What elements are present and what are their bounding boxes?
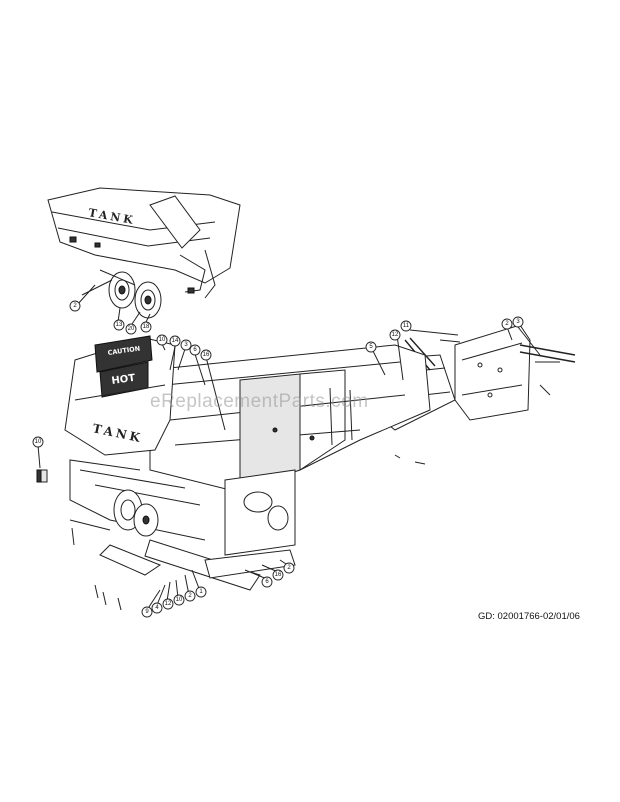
- callout-6-lower: 6: [261, 576, 273, 588]
- callout-2-right: 2: [501, 318, 513, 330]
- lower-tank-assembly: CAUTION HOT TANK: [64, 335, 176, 456]
- callout-10-left: 10: [32, 436, 44, 448]
- callout-16-lower: 16: [272, 569, 284, 581]
- svg-text:20: 20: [128, 326, 135, 332]
- callout-9: 9: [141, 606, 153, 618]
- upper-tank-assembly: TANK: [47, 187, 241, 299]
- callout-2-upper-left: 2: [69, 300, 81, 312]
- callout-3-right: 3: [512, 316, 524, 328]
- callout-13: 13: [113, 319, 125, 331]
- hot-decal-text: HOT: [111, 373, 136, 387]
- callout-20: 20: [125, 323, 137, 335]
- svg-text:13: 13: [116, 322, 123, 328]
- callout-4: 4: [151, 602, 163, 614]
- callout-12-lower: 12: [162, 598, 174, 610]
- svg-text:3: 3: [516, 319, 520, 325]
- callout-14: 14: [169, 335, 181, 347]
- svg-text:4: 4: [155, 605, 159, 611]
- main-frame: [69, 344, 431, 556]
- diagram-code: GD: 02001766-02/01/06: [478, 611, 580, 622]
- svg-text:6: 6: [193, 347, 197, 353]
- callout-12-upper: 12: [389, 329, 401, 341]
- callout-16-mid: 16: [200, 349, 212, 361]
- svg-text:12: 12: [392, 332, 399, 338]
- callout-10-upper: 10: [156, 334, 168, 346]
- svg-text:6: 6: [265, 579, 269, 585]
- small-bracket-part: [36, 469, 48, 483]
- callout-10-lower: 10: [173, 594, 185, 606]
- callout-6-mid: 6: [189, 344, 201, 356]
- front-pivot-plate: [454, 324, 576, 421]
- svg-text:2: 2: [188, 593, 192, 599]
- svg-text:9: 9: [145, 609, 149, 615]
- callout-2-lower-right: 2: [283, 562, 295, 574]
- svg-text:2: 2: [287, 565, 291, 571]
- svg-text:16: 16: [203, 352, 210, 358]
- svg-text:1: 1: [199, 589, 203, 595]
- pulley-pair: [81, 269, 162, 319]
- callout-1: 1: [195, 586, 207, 598]
- svg-text:14: 14: [172, 338, 179, 344]
- svg-text:3: 3: [184, 342, 188, 348]
- callout-11: 11: [400, 320, 412, 332]
- svg-text:16: 16: [275, 572, 282, 578]
- callout-2-lower: 2: [184, 590, 196, 602]
- svg-text:11: 11: [403, 323, 410, 329]
- svg-text:10: 10: [159, 337, 166, 343]
- watermark: eReplacementParts.com: [150, 391, 369, 412]
- svg-text:10: 10: [176, 597, 183, 603]
- svg-text:2: 2: [73, 303, 77, 309]
- callout-3-mid: 3: [180, 339, 192, 351]
- svg-text:18: 18: [143, 324, 150, 330]
- lower-pulley-assembly: [69, 489, 296, 611]
- svg-text:10: 10: [35, 439, 42, 445]
- callout-18: 18: [140, 321, 152, 333]
- callout-5: 5: [365, 341, 377, 353]
- svg-text:2: 2: [505, 321, 509, 327]
- svg-text:12: 12: [165, 601, 172, 607]
- svg-text:5: 5: [369, 344, 373, 350]
